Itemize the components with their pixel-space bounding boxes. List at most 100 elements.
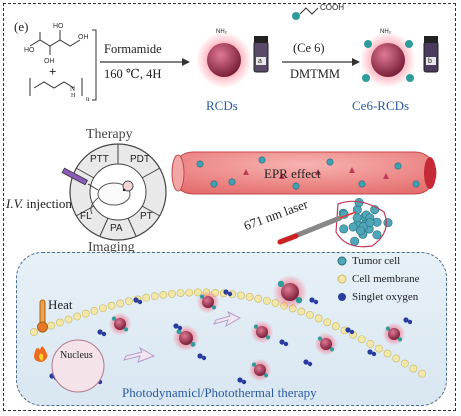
membrane-bead — [400, 359, 409, 368]
step1-conditions: 160 ℃, 4H — [104, 67, 162, 81]
ce6-cooh-chain — [299, 7, 319, 15]
singlet-oxygen-dot — [173, 323, 179, 329]
blood-vessel — [171, 151, 437, 195]
singlet-oxygen-dot — [177, 325, 183, 331]
injection-label-rest: injection — [23, 196, 72, 211]
vessel-particles — [196, 156, 420, 190]
polymer-h-label: H — [71, 93, 76, 99]
vial-a-label: a — [258, 58, 262, 65]
membrane-bead — [297, 307, 306, 316]
vessel-tumor-cell — [228, 178, 236, 186]
membrane-bead — [64, 315, 73, 324]
vessel-tumor-cell — [196, 160, 204, 168]
vial-b-label: b — [428, 58, 432, 65]
membrane-bead — [418, 369, 426, 378]
laser-pointer-icon — [277, 211, 357, 245]
migration-arrow-2 — [123, 346, 156, 363]
singlet-oxygen-dot — [345, 327, 351, 333]
legend-oxygen-icon — [338, 293, 346, 301]
singlet-oxygen-dot — [283, 341, 289, 347]
svg-text:OH: OH — [44, 58, 55, 65]
polymer-subscript: n — [86, 95, 90, 103]
thermometer-icon — [37, 299, 48, 333]
legend-cell-membrane: Cell membrane — [352, 273, 420, 285]
vessel-rcd-marker — [383, 173, 389, 179]
epr-effect-label: EPR effect — [264, 166, 321, 181]
membrane-bead — [30, 328, 38, 336]
heat-label: Heat — [48, 297, 73, 312]
ce6-rcd-particle — [360, 32, 416, 88]
membrane-bead — [314, 314, 323, 323]
legend-singlet-oxygen: Singlet oxygen — [352, 291, 419, 303]
membrane-bead — [99, 304, 107, 313]
product2-label: Ce6-RCDs — [352, 98, 410, 113]
step2-reagent: (Ce 6) — [293, 41, 325, 55]
membrane-bead — [176, 289, 185, 297]
singlet-oxygen-dot — [367, 349, 373, 355]
vessel-tumor-cell — [210, 180, 218, 188]
singlet-oxygen-dot — [349, 329, 355, 335]
membrane-bead — [262, 296, 271, 305]
singlet-oxygen-dot — [309, 297, 315, 303]
cooh-label: COOH — [320, 3, 344, 12]
flame-icon — [34, 346, 48, 362]
vessel-tumor-cell — [326, 158, 334, 166]
tumor-cell-icon — [372, 230, 382, 240]
nh2-label-ce6rcd: NH₂ — [380, 29, 391, 35]
tumor-cell-icon — [355, 226, 365, 236]
membrane-bead — [331, 322, 340, 331]
membrane-bead — [116, 299, 125, 308]
step2-coupling: DMTMM — [290, 67, 341, 81]
membrane-bead — [245, 293, 254, 301]
singlet-oxygen-dot — [371, 351, 377, 357]
polymer-structure — [29, 78, 83, 96]
tumor-cell-icon — [365, 217, 375, 227]
citric-acid-structure — [29, 30, 81, 55]
membrane-bead — [159, 290, 168, 299]
therapy-caption: Photodynamicl/Photothermal therapy — [122, 385, 317, 400]
plus-sign: + — [49, 64, 57, 79]
tumor-cell-icon — [339, 224, 349, 234]
singlet-oxygen-dot — [307, 361, 313, 367]
vial-a-icon — [253, 36, 269, 73]
syringe-icon — [61, 167, 99, 191]
vessel-rcd-marker — [315, 169, 321, 175]
singlet-oxygen-dot — [137, 299, 143, 305]
singlet-oxygen-dot — [403, 317, 409, 323]
singlet-oxygen-dot — [101, 331, 107, 337]
membrane-bead — [392, 354, 401, 363]
svg-text:OH: OH — [78, 34, 89, 41]
membrane-bead — [107, 301, 116, 310]
membrane-bead — [366, 339, 375, 348]
membrane-bead — [375, 344, 383, 353]
tumor-vessel-outline — [335, 200, 387, 248]
singlet-oxygen-dot — [407, 319, 413, 325]
rcd-particle — [196, 32, 252, 88]
legend-tumor-cell-icon — [337, 256, 347, 266]
vessel-tumor-cell — [394, 162, 402, 170]
singlet-oxygen-dot — [313, 299, 319, 305]
nucleus-label: Nucleus — [60, 350, 93, 361]
wheel-segment-fl: FL — [80, 211, 92, 222]
membrane-bead — [55, 318, 64, 327]
singlet-oxygen-dot — [279, 339, 285, 345]
membrane-bead — [142, 293, 151, 302]
injection-label-italic: I.V. — [6, 196, 24, 211]
singlet-oxygen-dot — [227, 291, 233, 297]
reactants-bracket — [92, 29, 97, 101]
singlet-oxygen-dot — [97, 329, 103, 335]
migration-arrow-1 — [213, 310, 242, 328]
wheel-segment-pdt: PDT — [130, 154, 150, 165]
singlet-oxygen-dot — [303, 359, 309, 365]
membrane-bead — [237, 291, 245, 300]
legend-tumor-cell: Tumor cell — [352, 255, 401, 267]
figure-frame — [3, 3, 456, 411]
tumor-cell-icon — [348, 222, 358, 232]
svg-text:HO: HO — [24, 47, 35, 54]
singlet-oxygen-dot — [223, 289, 229, 295]
wheel-title-imaging: Imaging — [88, 240, 135, 255]
step1-reagent: Formamide — [104, 42, 162, 56]
